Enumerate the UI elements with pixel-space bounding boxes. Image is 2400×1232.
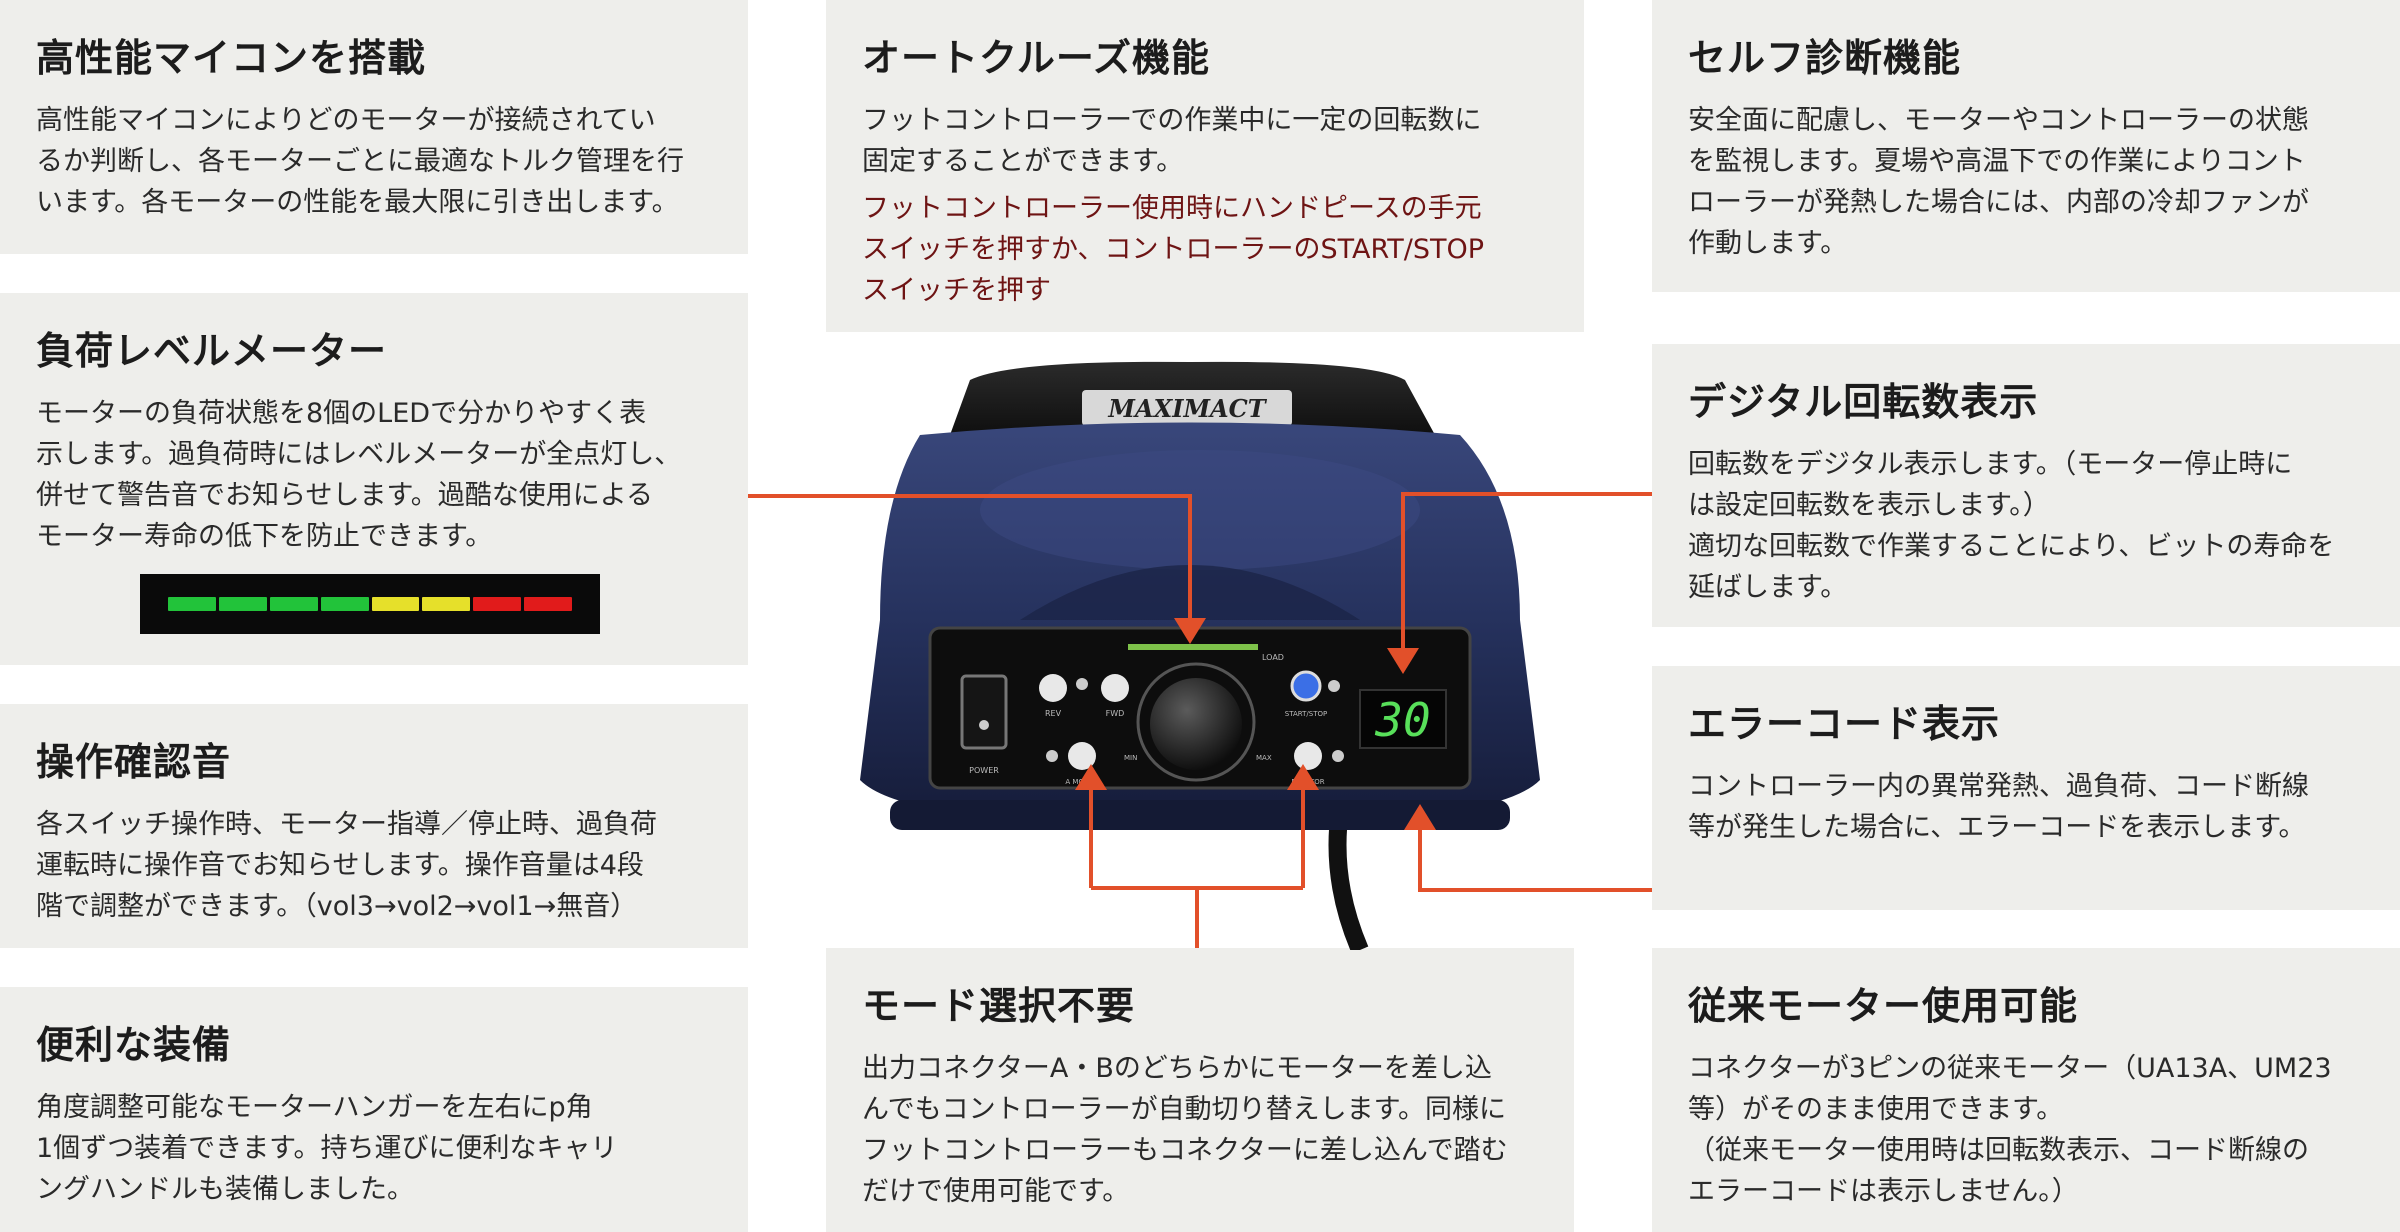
- card-body: 安全面に配慮し、モーターやコントローラーの状態 を監視します。夏場や高温下での作…: [1688, 104, 2309, 259]
- led-6: [422, 597, 471, 611]
- card-note: フットコントローラー使用時にハンドピースの手元 スイッチを押すか、コントローラー…: [862, 192, 1485, 306]
- card-title: 従来モーター使用可能: [1688, 984, 2079, 1028]
- card-title: オートクルーズ機能: [862, 36, 1210, 80]
- controller-device: MAXIMACT POWER REV FWD A MOTOR LOAD MIN …: [860, 361, 1540, 950]
- card-title: 便利な装備: [36, 1023, 232, 1067]
- load-led-strip: [1128, 644, 1258, 650]
- card-self-diagnosis: セルフ診断機能 安全面に配慮し、モーターやコントローラーの状態 を監視します。夏…: [1652, 0, 2400, 292]
- card-body: 各スイッチ操作時、モーター指導／停止時、過負荷 運転時に操作音でお知らせします。…: [36, 808, 657, 922]
- card-error-code: エラーコード表示 コントローラー内の異常発熱、過負荷、コード断線 等が発生した場…: [1652, 666, 2400, 910]
- card-body: モーターの負荷状態を8個のLEDで分かりやすく表 示します。過負荷時にはレベルメ…: [36, 397, 682, 552]
- led-2: [218, 597, 267, 611]
- svg-text:START/STOP: START/STOP: [1285, 710, 1327, 718]
- card-title: デジタル回転数表示: [1688, 380, 2039, 424]
- svg-text:B MOTOR: B MOTOR: [1291, 778, 1324, 786]
- card-title: セルフ診断機能: [1688, 36, 1962, 80]
- power-cable: [1328, 808, 1369, 950]
- led-8: [524, 597, 572, 611]
- b-motor-button: [1294, 742, 1322, 770]
- body-highlight: [980, 450, 1420, 570]
- card-legacy-motor: 従来モーター使用可能 コネクターが3ピンの従来モーター（UA13A、UM23 等…: [1652, 948, 2400, 1232]
- svg-text:REV: REV: [1045, 709, 1062, 718]
- digital-display: [1359, 689, 1447, 749]
- led-level-meter: [140, 574, 600, 634]
- device-base: [890, 800, 1510, 830]
- power-label: POWER: [969, 766, 999, 775]
- card-sound: 操作確認音 各スイッチ操作時、モーター指導／停止時、過負荷 運転時に操作音でお知…: [0, 704, 748, 948]
- card-title: モード選択不要: [862, 984, 1136, 1028]
- display-value: 30: [1374, 693, 1430, 747]
- card-body: フットコントローラーでの作業中に一定の回転数に 固定することができます。: [862, 104, 1482, 177]
- card-equipment: 便利な装備 角度調整可能なモーターハンガーを左右にp角 1個ずつ装着できます。持…: [0, 987, 748, 1232]
- card-title: 操作確認音: [36, 740, 232, 784]
- fwd-button: [1101, 674, 1129, 702]
- svg-text:A MOTOR: A MOTOR: [1065, 778, 1098, 786]
- card-digital-display: デジタル回転数表示 回転数をデジタル表示します。（モーター停止時に は設定回転数…: [1652, 344, 2400, 627]
- card-load-meter: 負荷レベルメーター モーターの負荷状態を8個のLEDで分かりやすく表 示します。…: [0, 293, 748, 665]
- card-body: コントローラー内の異常発熱、過負荷、コード断線 等が発生した場合に、エラーコード…: [1688, 770, 2309, 843]
- led-3: [269, 597, 318, 611]
- card-cruise: オートクルーズ機能 フットコントローラーでの作業中に一定の回転数に 固定すること…: [826, 0, 1584, 332]
- svg-text:MIN: MIN: [1124, 754, 1137, 762]
- a-motor-button: [1068, 742, 1096, 770]
- power-switch: [960, 674, 1008, 750]
- card-body: 高性能マイコンによりどのモーターが接続されてい るか判断し、各モーターごとに最適…: [36, 104, 684, 218]
- led-1: [168, 597, 216, 611]
- brand-plate: [1082, 390, 1292, 426]
- card-body: 出力コネクターA・Bのどちらかにモーターを差し込 んでもコントローラーが自動切り…: [862, 1052, 1508, 1207]
- rev-button: [1039, 674, 1067, 702]
- card-title: 高性能マイコンを搭載: [36, 36, 427, 80]
- card-body: 回転数をデジタル表示します。（モーター停止時に は設定回転数を表示します。） 適…: [1688, 448, 2335, 603]
- card-title: エラーコード表示: [1688, 702, 2001, 746]
- led-5: [371, 597, 420, 611]
- card-mode: モード選択不要 出力コネクターA・Bのどちらかにモーターを差し込 んでもコントロ…: [826, 948, 1574, 1232]
- start-stop-button: [1290, 670, 1322, 702]
- svg-text:MAX: MAX: [1256, 754, 1272, 762]
- card-title: 負荷レベルメーター: [36, 329, 388, 373]
- card-microcomputer: 高性能マイコンを搭載 高性能マイコンによりどのモーターが接続されてい るか判断し…: [0, 0, 748, 254]
- brand-text: MAXIMACT: [1107, 394, 1267, 423]
- speed-knob: [1150, 678, 1242, 770]
- led-4: [320, 597, 369, 611]
- svg-text:LOAD: LOAD: [1262, 653, 1284, 662]
- led-7: [473, 597, 522, 611]
- speed-knob-ring: [1136, 662, 1256, 782]
- svg-text:FWD: FWD: [1106, 709, 1125, 718]
- card-body: コネクターが3ピンの従来モーター（UA13A、UM23 等）がそのまま使用できま…: [1688, 1052, 2332, 1207]
- card-body: 角度調整可能なモーターハンガーを左右にp角 1個ずつ装着できます。持ち運びに便利…: [36, 1091, 618, 1205]
